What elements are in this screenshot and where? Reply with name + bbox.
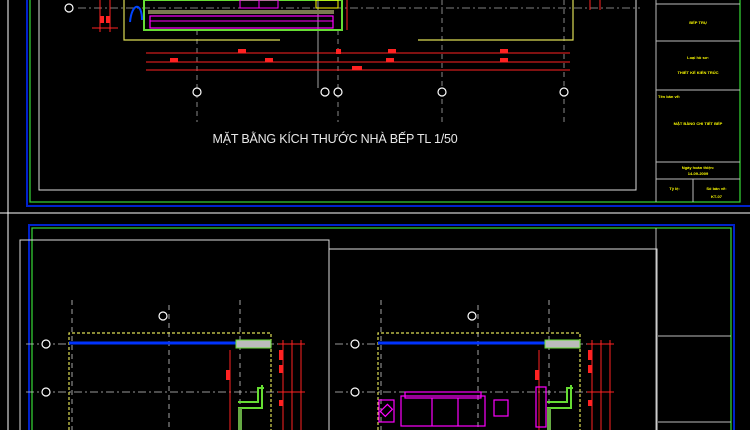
- floor-plan-2: [335, 300, 614, 430]
- drawing-frame-1: [19, 239, 330, 430]
- tb-scale-label: Tỷ lệ:: [669, 186, 680, 191]
- sofa: [378, 386, 547, 428]
- grid-axes-vertical: [71, 300, 241, 430]
- kitchen-counter: [129, 0, 343, 31]
- outline-yellow-left: [123, 0, 280, 41]
- cad-stroke: [41, 339, 51, 349]
- cad-stroke: [226, 370, 230, 380]
- tb-project: BẾP TRỤ: [689, 20, 707, 25]
- cad-stroke: [350, 387, 360, 397]
- drawing-frame-top: [38, 0, 637, 191]
- tb-sheet-name: MẶT BẰNG CHI TIẾT BẾP: [673, 121, 723, 126]
- floor-plan-1: [26, 300, 305, 430]
- cad-stroke: [279, 400, 283, 406]
- title-block: [655, 0, 740, 202]
- tb-sheet-no-label: Số bản vẽ:: [706, 186, 727, 191]
- wall-green: [547, 385, 573, 409]
- grid-bubbles: [41, 311, 168, 397]
- grid-axes: [335, 343, 609, 393]
- dimension-labels: [535, 350, 592, 406]
- cad-stroke: [41, 387, 51, 397]
- tb-doc-type-label: Loại hồ sơ:: [687, 55, 709, 60]
- tb-sheet-name-label: Tên bản vẽ:: [658, 94, 681, 99]
- grid-bubbles: [350, 311, 477, 397]
- dimension-labels: [226, 350, 283, 406]
- cad-stroke: [535, 370, 539, 380]
- wall-block: [544, 339, 581, 349]
- outline-yellow-right: [418, 0, 574, 41]
- wall-green: [238, 385, 264, 409]
- border-green-bottom: [31, 227, 732, 430]
- tb-date: 14-09-2009: [687, 171, 709, 176]
- cad-stroke: [350, 339, 360, 349]
- tb-doc-type: THIẾT KẾ KIẾN TRÚC: [677, 70, 719, 75]
- outline-yellow-dashed: [68, 332, 272, 430]
- dimension-lines: [229, 340, 305, 430]
- cad-stroke: [467, 311, 477, 321]
- outline-yellow-dashed: [377, 332, 581, 430]
- border-blue-bottom: [28, 224, 735, 430]
- drawing-frame-2: [329, 248, 658, 430]
- tb-date-label: Ngày hoàn thiện:: [681, 165, 715, 170]
- cad-stroke: [588, 365, 592, 373]
- cad-stroke: [588, 350, 592, 360]
- dimension-lines: [538, 340, 614, 430]
- plan-title: MẶT BẰNG KÍCH THƯỚC NHÀ BẾP TL 1/50: [212, 132, 458, 146]
- cad-stroke: [279, 365, 283, 373]
- wall-block: [235, 339, 272, 349]
- cad-stroke: [588, 400, 592, 406]
- cad-stroke: [279, 350, 283, 360]
- border-green-top: [29, 0, 741, 203]
- grid-axes-vertical: [196, 0, 565, 122]
- tb-sheet-no: KT-07: [711, 194, 722, 199]
- title-block-bottom: [655, 228, 731, 430]
- cad-stroke: [547, 408, 551, 430]
- dimension-labels-top: [100, 16, 508, 70]
- cad-stroke: [238, 408, 242, 430]
- cad-stroke: [158, 311, 168, 321]
- grid-axes: [26, 343, 300, 393]
- grid-axes-vertical: [380, 300, 550, 430]
- border-blue-top: [26, 0, 750, 207]
- grid-bubbles-top: [64, 3, 569, 97]
